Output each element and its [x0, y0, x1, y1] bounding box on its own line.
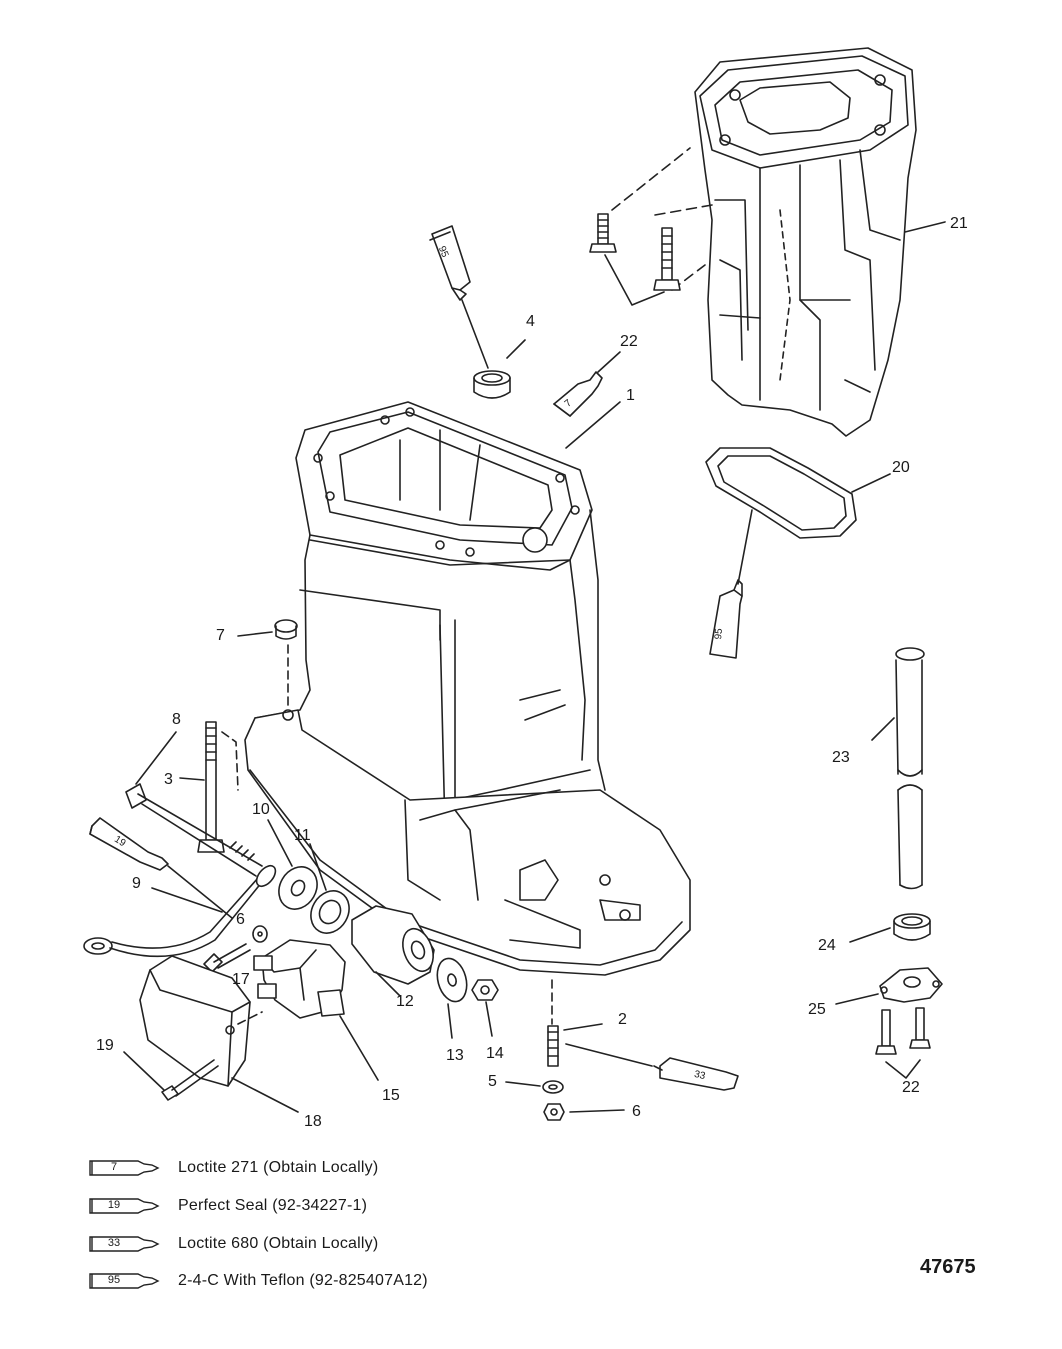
leader-22-top	[604, 254, 665, 306]
adapter-plate-21	[694, 47, 917, 437]
tube-label-95-right: 95	[713, 627, 726, 641]
callout-18: 18	[304, 1113, 322, 1130]
bolt-3	[197, 721, 225, 853]
leader-95-top	[461, 299, 489, 369]
gasket-20	[705, 447, 857, 539]
bolt-16	[203, 943, 251, 973]
callout-10: 10	[252, 801, 270, 818]
mount-bracket-15	[253, 939, 346, 1019]
sealant-tube-7	[553, 371, 603, 417]
legend-tube-icon: 7	[88, 1159, 160, 1177]
sealant-tube-19-left	[89, 817, 169, 871]
callout-5: 5	[488, 1073, 497, 1090]
water-tube-23	[895, 647, 925, 890]
leader-21	[904, 221, 946, 233]
callout-12: 12	[396, 993, 414, 1010]
legend-row-95: 95 2-4-C With Teflon (92-825407A12)	[88, 1269, 428, 1293]
callout-11: 11	[294, 827, 311, 844]
callout-23: 23	[832, 749, 850, 766]
cover-18	[139, 955, 251, 1087]
callout-4: 4	[526, 313, 535, 330]
callout-14: 14	[486, 1045, 504, 1062]
driveshaft-housing-1	[254, 401, 606, 831]
callout-22-upper: 22	[620, 333, 638, 350]
legend-text-33: Loctite 680 (Obtain Locally)	[178, 1235, 379, 1252]
washer-10	[278, 866, 318, 910]
callout-2: 2	[618, 1011, 627, 1028]
fitting-4	[473, 370, 511, 399]
callout-21: 21	[950, 215, 968, 232]
callout-13: 13	[446, 1047, 464, 1064]
legend-text-7: Loctite 271 (Obtain Locally)	[178, 1159, 379, 1176]
plug-7	[274, 619, 298, 640]
legend-tube-icon: 95	[88, 1272, 160, 1290]
callout-6-lower: 6	[632, 1103, 641, 1120]
grommet-24	[893, 913, 931, 941]
sealant-tube-33	[653, 1057, 739, 1091]
legend-text-19: Perfect Seal (92-34227-1)	[178, 1197, 368, 1214]
washer-17	[252, 925, 268, 943]
washer-13	[436, 957, 468, 1003]
callout-24: 24	[818, 937, 836, 954]
callout-15: 15	[382, 1087, 400, 1104]
legend-row-33: 33 Loctite 680 (Obtain Locally)	[88, 1232, 378, 1256]
callout-20: 20	[892, 459, 910, 476]
legend-row-7: 7 Loctite 271 (Obtain Locally)	[88, 1156, 378, 1180]
rubber-mount-12	[351, 905, 435, 985]
bracket-25	[879, 967, 943, 1003]
callout-3: 3	[164, 771, 173, 788]
legend-tube-icon: 19	[88, 1197, 160, 1215]
callout-6-upper: 6	[236, 911, 245, 928]
figure-number: 47675	[920, 1256, 976, 1278]
legend-text-95: 2-4-C With Teflon (92-825407A12)	[178, 1272, 428, 1289]
nut-6	[543, 1103, 565, 1121]
washer-5	[542, 1080, 564, 1094]
callout-17: 17	[232, 971, 250, 988]
callout-7: 7	[216, 627, 225, 644]
legend-row-19: 19 Perfect Seal (92-34227-1)	[88, 1194, 367, 1218]
screw-22-upper	[589, 213, 681, 291]
sealant-tube-95-top	[429, 225, 471, 301]
callout-19: 19	[96, 1037, 114, 1054]
anti-ventilation-plate	[244, 709, 691, 976]
stud-2	[547, 1025, 559, 1067]
callout-25: 25	[808, 1001, 826, 1018]
callout-8: 8	[172, 711, 181, 728]
legend-tube-icon: 33	[88, 1235, 160, 1253]
seal-11	[310, 890, 350, 934]
screw-19	[161, 1059, 219, 1101]
stud-8	[125, 783, 263, 877]
screws-22-lower	[875, 1007, 931, 1055]
callout-1: 1	[626, 387, 635, 404]
callout-9: 9	[132, 875, 141, 892]
ground-strap-9	[83, 864, 277, 958]
callout-22-lower: 22	[902, 1079, 920, 1096]
nut-14	[471, 979, 499, 1001]
sealant-tube-95-right	[709, 579, 743, 659]
